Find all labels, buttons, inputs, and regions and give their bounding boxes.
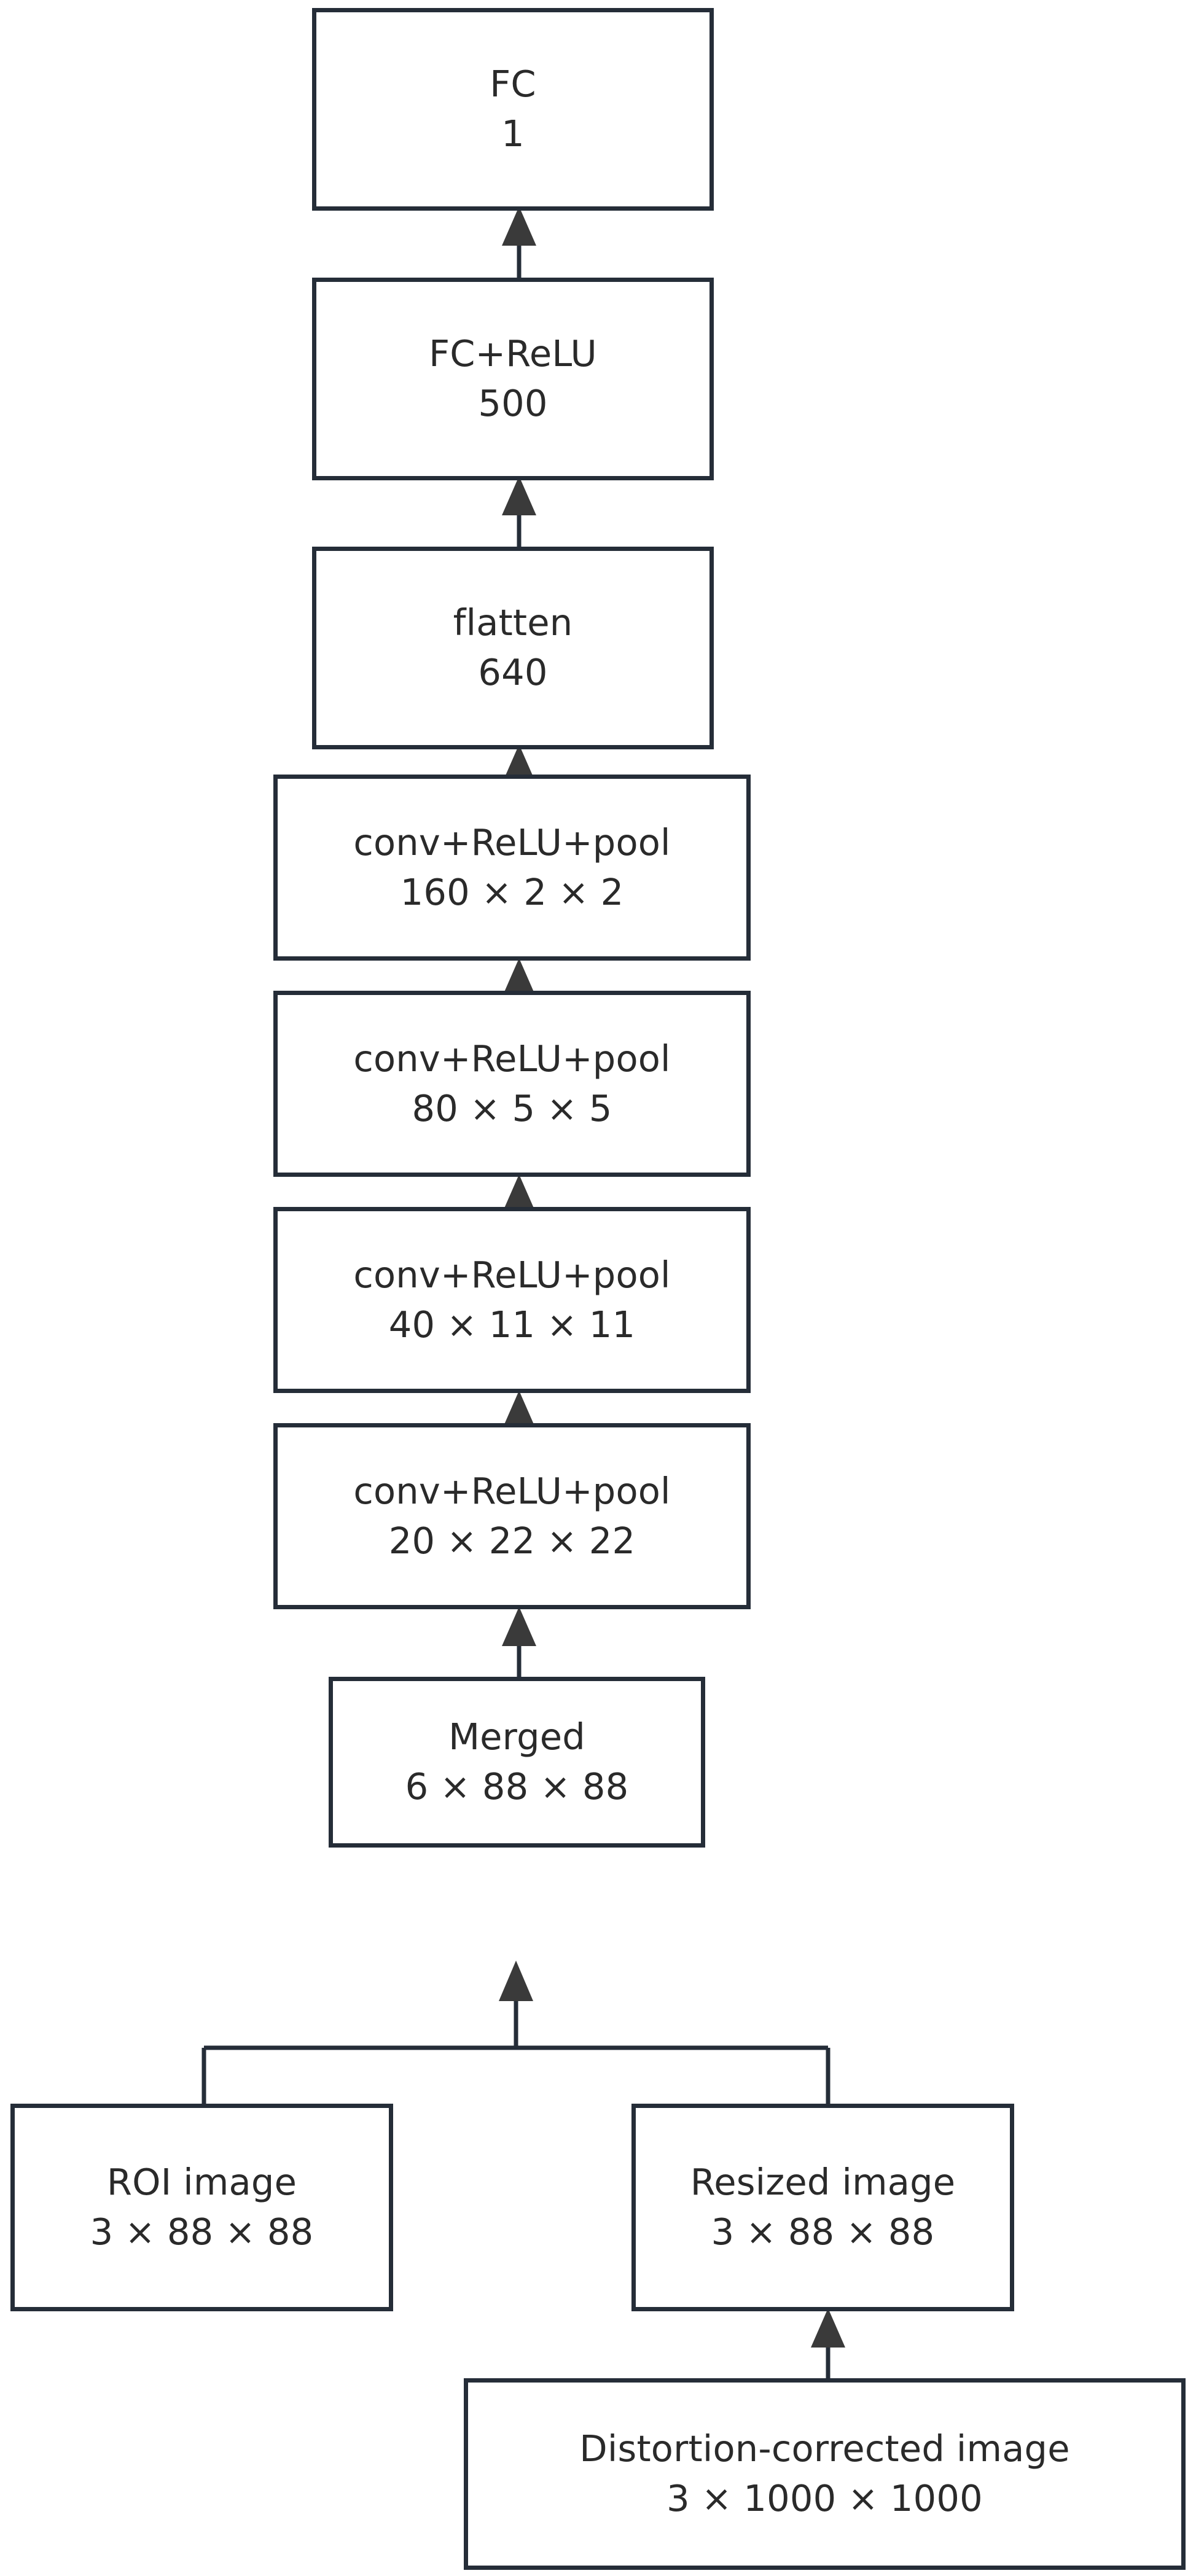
node-label-shape: 500 <box>478 382 548 424</box>
node-label-shape: 1 <box>501 112 525 155</box>
node-fc-relu[interactable]: FC+ReLU 500 <box>312 278 714 480</box>
node-label-shape: 80 × 5 × 5 <box>412 1087 612 1130</box>
node-label-shape: 20 × 22 × 22 <box>388 1519 636 1562</box>
node-fc-output[interactable]: FC 1 <box>312 8 714 211</box>
node-flatten[interactable]: flatten 640 <box>312 547 714 749</box>
edge-fork-inputs-to-merged <box>197 1961 835 2111</box>
node-label-primary: conv+ReLU+pool <box>353 1037 671 1080</box>
node-label-primary: ROI image <box>106 2161 297 2204</box>
node-label-primary: FC <box>490 63 536 106</box>
node-label-shape: 3 × 88 × 88 <box>711 2211 935 2253</box>
node-label-primary: FC+ReLU <box>429 332 597 375</box>
node-conv-block-80[interactable]: conv+ReLU+pool 80 × 5 × 5 <box>273 991 751 1177</box>
node-label-primary: conv+ReLU+pool <box>353 1253 671 1296</box>
node-label-primary: Merged <box>448 1715 585 1758</box>
node-conv-block-20[interactable]: conv+ReLU+pool 20 × 22 × 22 <box>273 1423 751 1609</box>
node-conv-block-160[interactable]: conv+ReLU+pool 160 × 2 × 2 <box>273 775 751 961</box>
node-label-primary: flatten <box>453 601 573 644</box>
edge-flatten-to-fc_relu <box>494 476 544 550</box>
node-label-primary: Resized image <box>690 2161 956 2204</box>
edge-merged-to-conv2 <box>494 1607 544 1680</box>
edge-fc_relu-to-fc_out <box>494 206 544 280</box>
node-label-primary: Distortion-corrected image <box>579 2427 1070 2470</box>
edge-source_image-to-resized_image <box>803 2308 853 2382</box>
node-label-shape: 160 × 2 × 2 <box>400 870 624 913</box>
node-roi-image[interactable]: ROI image 3 × 88 × 88 <box>10 2104 393 2311</box>
node-label-shape: 40 × 11 × 11 <box>388 1303 636 1346</box>
node-resized-image[interactable]: Resized image 3 × 88 × 88 <box>631 2104 1014 2311</box>
node-distortion-corrected-image[interactable]: Distortion-corrected image 3 × 1000 × 10… <box>464 2378 1186 2570</box>
node-merged[interactable]: Merged 6 × 88 × 88 <box>329 1677 705 1848</box>
node-label-shape: 6 × 88 × 88 <box>405 1765 629 1808</box>
node-label-shape: 640 <box>478 651 548 693</box>
node-label-primary: conv+ReLU+pool <box>353 1469 671 1512</box>
node-label-primary: conv+ReLU+pool <box>353 821 671 864</box>
node-conv-block-40[interactable]: conv+ReLU+pool 40 × 11 × 11 <box>273 1207 751 1393</box>
node-label-shape: 3 × 88 × 88 <box>90 2211 314 2253</box>
node-label-shape: 3 × 1000 × 1000 <box>666 2477 983 2519</box>
